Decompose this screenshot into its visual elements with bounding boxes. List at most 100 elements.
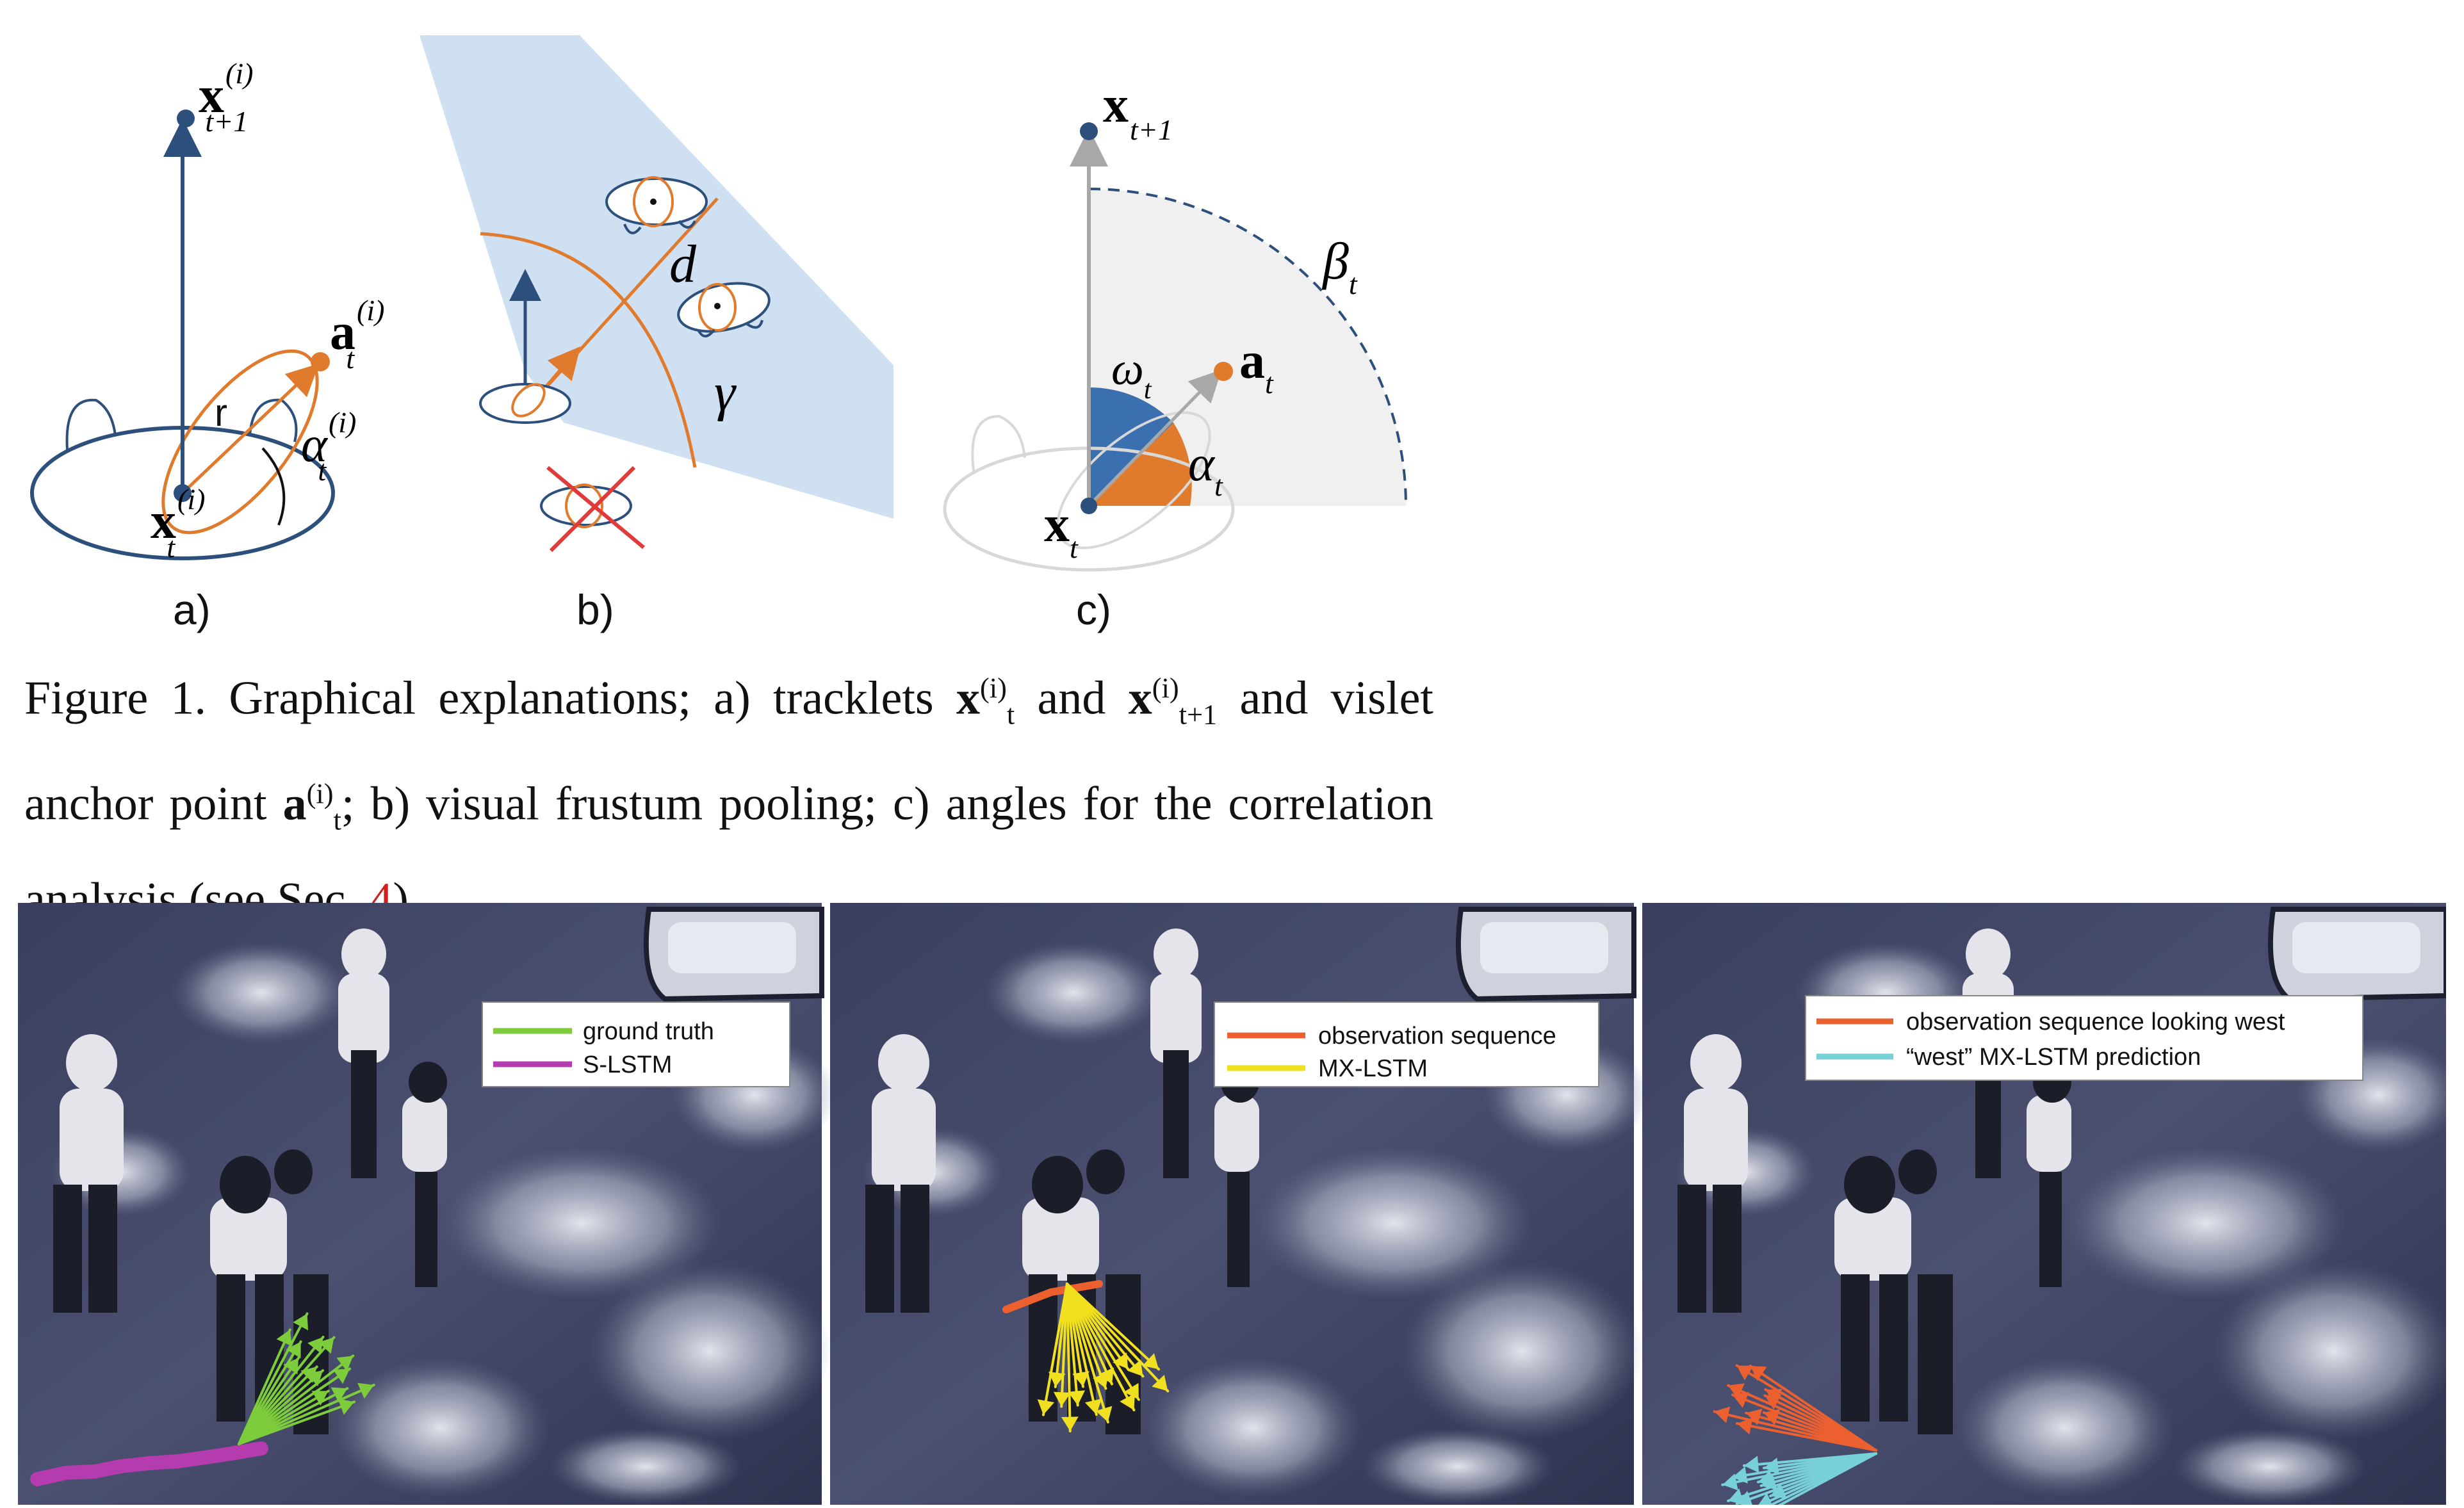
west-prediction-arrow-head (1743, 1455, 1759, 1473)
omega-wedge (1089, 387, 1173, 506)
ground-truth-arrow-head (311, 1391, 329, 1406)
next-point-a (177, 109, 195, 127)
s-lstm-trail (30, 1441, 268, 1486)
mx-lstm-arrow-head (1061, 1416, 1079, 1431)
ground-truth-arrow (238, 1335, 325, 1445)
ground-truth-arrow (238, 1312, 309, 1445)
gamma-arc (480, 232, 697, 468)
observation-segment (1047, 1280, 1103, 1296)
caption-sub-t2: t (333, 804, 341, 836)
legend-label-2-2: MX-LSTM (1318, 1055, 1428, 1082)
ground-truth-arrow-head (318, 1337, 334, 1354)
caption-x-t1: x (1128, 672, 1152, 725)
mx-lstm-arrow-head (1095, 1406, 1113, 1422)
label-x-t1-a: x(i)t+1 (199, 57, 253, 138)
mx-lstm-arrow (1060, 1283, 1068, 1408)
label-alpha-c: αt (1188, 435, 1223, 502)
ground-truth-arrow-head (330, 1387, 348, 1403)
caption-and-1: and (1015, 672, 1129, 725)
s-lstm-segment (232, 1441, 268, 1459)
west-prediction-arrow-head (1728, 1488, 1745, 1505)
mx-lstm-arrows (1037, 1283, 1170, 1432)
legend-label-3-2: “west” MX-LSTM prediction (1906, 1044, 2201, 1071)
panel-label-b: b) (576, 586, 614, 633)
caption-sup-3: (i) (306, 777, 334, 810)
photo-strip: ground truth S-LSTM observation sequence… (18, 903, 2446, 1505)
ground-truth-arrow (238, 1328, 291, 1445)
caption-a-t: a (282, 778, 307, 831)
mx-lstm-arrow (1066, 1283, 1072, 1432)
panel-label-c: c) (1076, 586, 1111, 633)
photo-panel-1: ground truth S-LSTM (18, 903, 838, 1505)
ground-truth-arrow (238, 1367, 352, 1445)
legend-label-1-1: ground truth (583, 1018, 714, 1045)
mx-lstm-arrow-head (1152, 1375, 1168, 1391)
mx-lstm-arrow (1066, 1283, 1145, 1378)
label-x-t1-c: xt+1 (1103, 77, 1173, 146)
mx-lstm-arrow (1066, 1283, 1161, 1371)
anchor-point-a (311, 352, 330, 371)
west-prediction-arrow (1742, 1452, 1877, 1467)
label-gamma: γ (714, 362, 737, 422)
mx-lstm-arrow (1066, 1283, 1079, 1407)
legend-label-3-1: observation sequence looking west (1906, 1009, 2285, 1035)
west-prediction-arrow-head (1732, 1466, 1748, 1484)
panel-c: xt+1 βt ωt at αt xt c) (943, 77, 1407, 633)
mx-lstm-arrow-head (1142, 1353, 1159, 1370)
anchor-arrow-a (181, 363, 320, 494)
observation-sequence-arrows (1002, 1280, 1103, 1313)
caption-sub-t1: t+1 (1179, 698, 1218, 731)
west-observation-arrow-head (1765, 1389, 1783, 1404)
west-observation-arrow-head (1714, 1406, 1731, 1423)
left-ear-a (65, 398, 117, 450)
caption-sup-2: (i) (1152, 672, 1179, 704)
left-ear-c (971, 414, 1026, 471)
ground-truth-arrow-head (357, 1382, 374, 1399)
photo-panel-3: observation sequence looking west “west”… (1642, 903, 2446, 1505)
mx-lstm-arrow-head (1120, 1393, 1135, 1411)
label-a-t-a: a(i)t (330, 294, 384, 375)
legend-box-2 (1214, 1001, 1599, 1087)
observation-segment (1002, 1288, 1055, 1313)
mx-lstm-arrow-head (1084, 1399, 1102, 1415)
caption-and-2: and vislet anchor point (24, 672, 1433, 831)
west-observation-arrows (1713, 1364, 1877, 1452)
mx-lstm-arrow (1066, 1283, 1136, 1412)
mx-lstm-arrow-head (1093, 1372, 1109, 1389)
west-observation-arrow (1749, 1365, 1877, 1452)
mx-lstm-arrow (1066, 1283, 1098, 1416)
caption-sup-1: (i) (980, 672, 1007, 704)
next-point-c (1080, 122, 1098, 140)
mx-lstm-arrow-head (1068, 1390, 1086, 1406)
mx-lstm-arrow-head (1072, 1371, 1089, 1387)
legend-box-3 (1805, 995, 2363, 1081)
panel-a: x(i)t+1 a(i)t α(i)t x(i)t r a) (30, 57, 384, 633)
neighbor-1 (605, 176, 708, 234)
legend-label-2-1: observation sequence (1318, 1023, 1556, 1050)
current-point-c (1081, 498, 1097, 514)
frustum (420, 35, 893, 519)
ground-truth-arrow-head (336, 1356, 354, 1372)
anchor-arrow-c (1088, 369, 1222, 507)
neighbor-2 (677, 282, 771, 337)
mx-lstm-arrow-head (1037, 1399, 1055, 1415)
panel-label-a: a) (173, 586, 211, 633)
caption-x-t: x (956, 672, 980, 725)
vislet-ellipse-c (1056, 411, 1211, 549)
label-x-t-c: xt (1044, 496, 1079, 564)
figure-caption: Figure 1. Graphical explanations; a) tra… (24, 648, 1433, 939)
cross-stroke-2 (549, 466, 636, 553)
mx-lstm-arrow (1041, 1283, 1068, 1416)
legend-box-1 (482, 1001, 790, 1087)
west-observation-arrow-head (1746, 1408, 1763, 1425)
ground-truth-arrows (238, 1312, 375, 1445)
ground-truth-arrow-head (338, 1399, 355, 1415)
ground-truth-arrow-head (276, 1329, 292, 1347)
label-omega: ωt (1111, 343, 1152, 405)
ground-truth-arrow-head (333, 1368, 350, 1384)
ground-truth-arrow-head (307, 1336, 323, 1354)
mx-lstm-arrow (1066, 1283, 1140, 1401)
ground-truth-arrow-head (286, 1342, 301, 1359)
west-observation-arrow-head (1736, 1365, 1754, 1381)
west-prediction-arrow-head (1758, 1493, 1772, 1505)
